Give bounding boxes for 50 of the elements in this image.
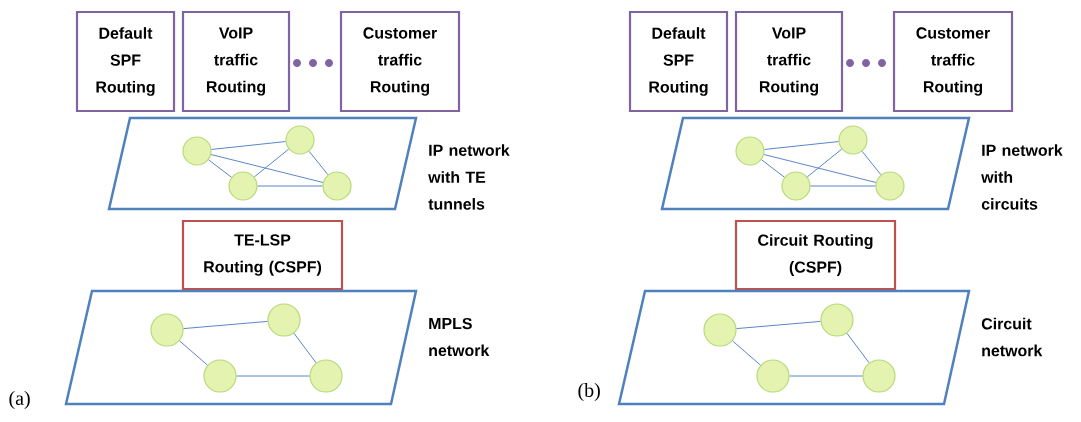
link-line	[208, 159, 232, 178]
panel-label: (a)	[9, 390, 30, 410]
plane-label: Circuit network	[981, 317, 1043, 357]
router-circle	[820, 303, 854, 337]
routing-box: TE-LSP Routing (CSPF)	[181, 219, 344, 291]
link-line	[846, 332, 870, 364]
router-circle	[150, 313, 184, 347]
router-circle	[182, 136, 212, 166]
link-line	[764, 141, 839, 150]
link-line	[308, 150, 329, 176]
plane-label: IP network with circuits	[981, 144, 1063, 210]
router-circle	[838, 125, 868, 155]
routing-box: Customer traffic Routing	[892, 10, 1014, 113]
routing-box: VoIP traffic Routing	[181, 10, 291, 113]
link-line	[789, 375, 863, 377]
link-line	[732, 340, 761, 366]
routing-box: Customer traffic Routing	[339, 10, 461, 113]
router-circle	[735, 136, 765, 166]
router-circle	[875, 171, 905, 201]
link-line	[179, 340, 208, 366]
router-circle	[203, 359, 237, 393]
link-line	[736, 320, 821, 330]
router-circle	[228, 171, 258, 201]
router-circle	[267, 303, 301, 337]
plane-label: IP network with TE tunnels	[428, 144, 510, 210]
link-line	[211, 141, 286, 150]
router-circle	[285, 125, 315, 155]
routing-box: Default SPF Routing	[75, 10, 176, 113]
router-circle	[309, 359, 343, 393]
link-line	[236, 375, 310, 377]
router-circle	[322, 171, 352, 201]
link-line	[253, 148, 290, 178]
router-circle	[703, 313, 737, 347]
link-line	[761, 159, 785, 178]
link-line	[806, 148, 843, 178]
link-line	[861, 150, 882, 176]
router-circle	[862, 359, 896, 393]
plane-label: MPLS network	[429, 317, 490, 357]
link-line	[210, 154, 324, 183]
link-line	[763, 154, 877, 183]
link-line	[293, 332, 317, 364]
panel-label: (b)	[578, 382, 600, 402]
link-line	[183, 320, 268, 330]
link-line	[810, 185, 876, 187]
routing-box: VoIP traffic Routing	[734, 10, 844, 113]
routing-box: Circuit Routing (CSPF)	[734, 219, 897, 291]
routing-box: Default SPF Routing	[628, 10, 729, 113]
router-circle	[781, 171, 811, 201]
router-circle	[756, 359, 790, 393]
link-line	[257, 185, 323, 187]
